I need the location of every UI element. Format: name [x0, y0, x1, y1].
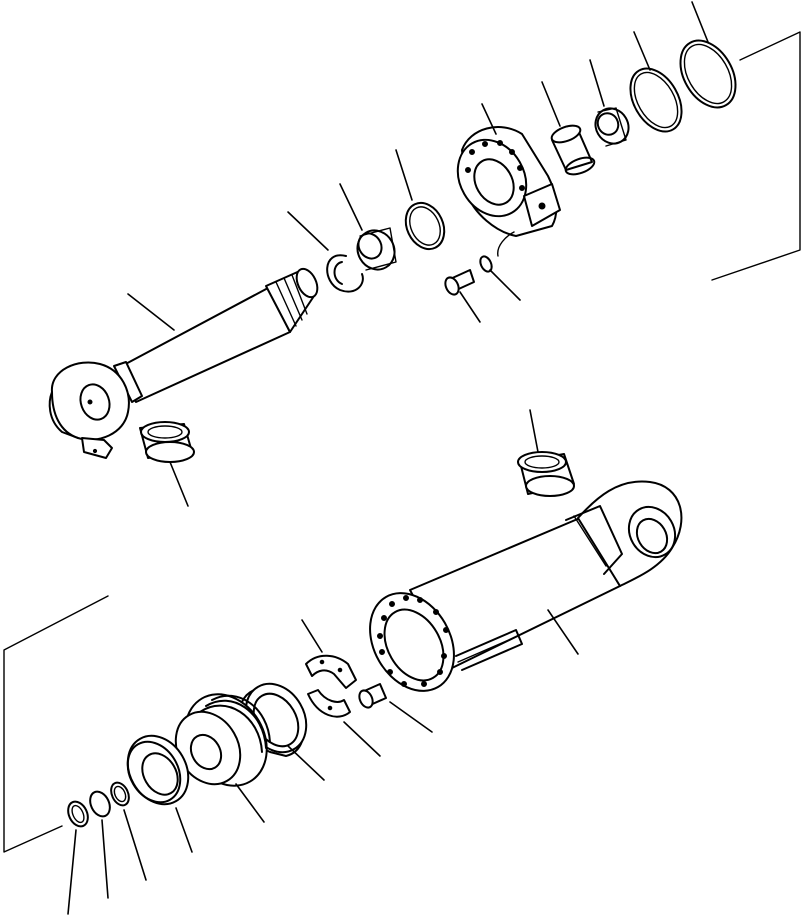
backup-ring	[629, 67, 683, 133]
o-ring-upper	[404, 201, 446, 251]
leader-backup-ring	[633, 31, 651, 71]
leader-clevis-bushing	[529, 409, 539, 453]
snap-ring	[326, 254, 364, 293]
clevis-bushing	[517, 451, 575, 497]
leader-lines	[67, 1, 709, 915]
piston	[174, 693, 271, 787]
cylinder-tube	[369, 480, 683, 692]
leader-cylinder-tube	[547, 609, 579, 655]
retainer-half-upper	[305, 654, 357, 689]
piston-seal	[126, 734, 190, 806]
leader-retainer-upper	[301, 619, 323, 653]
retainer-half-lower	[307, 689, 351, 718]
leader-rod-eye-bushing	[169, 461, 189, 507]
rod-eye-bushing	[139, 421, 195, 463]
cushion-collar	[550, 124, 596, 176]
leader-piston	[235, 783, 265, 823]
lower-group-bracket	[3, 595, 109, 853]
leader-retainer-lower	[343, 721, 381, 757]
leader-small-ring-2	[101, 819, 109, 899]
upper-group-bracket	[711, 31, 801, 281]
head-bolt	[444, 269, 475, 296]
rod-packing	[594, 107, 630, 147]
leader-wear-ring	[287, 745, 325, 781]
leader-lock-washer	[489, 269, 521, 301]
leader-dust-seal	[339, 183, 363, 231]
retainer-bolt	[358, 683, 387, 709]
leader-small-ring-1	[67, 829, 77, 915]
cylinder-head	[456, 126, 561, 257]
dust-seal	[356, 227, 397, 271]
leader-o-ring	[395, 149, 413, 201]
lock-washer	[479, 255, 493, 273]
leader-snap-ring	[287, 211, 329, 251]
head-o-ring	[679, 39, 737, 109]
small-ring-1	[67, 800, 89, 828]
leader-piston-rod	[127, 293, 175, 331]
small-ring-3	[110, 781, 130, 807]
leader-small-ring-3	[123, 809, 147, 881]
piston-rod	[48, 267, 319, 459]
leader-head-o-ring	[691, 1, 709, 43]
small-ring-2	[89, 790, 111, 818]
leader-cushion-collar	[541, 81, 561, 127]
leader-retainer-bolt	[389, 701, 433, 733]
leader-cylinder-head	[481, 103, 497, 135]
leader-piston-seal	[175, 807, 193, 853]
leader-rod-packing	[589, 59, 605, 107]
leader-head-bolt	[459, 291, 481, 323]
